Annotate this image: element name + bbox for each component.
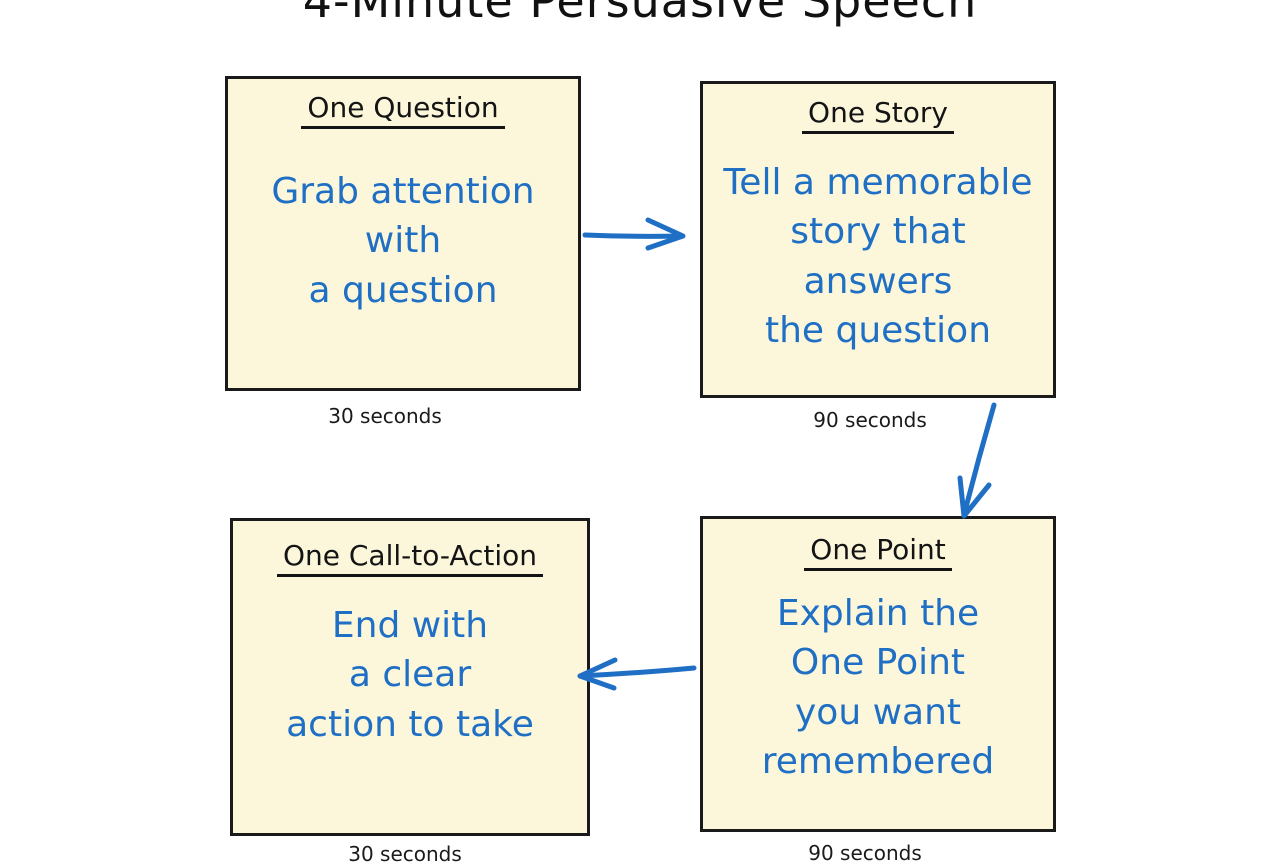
card-body-line: answers xyxy=(803,260,953,302)
card-body-line: the question xyxy=(764,309,992,351)
card-one-question: One Question Grab attention with a quest… xyxy=(225,76,581,391)
card-heading: One Story xyxy=(802,96,954,134)
card-one-story: One Story Tell a memorable story that an… xyxy=(700,81,1056,398)
card-heading-wrap: One Call-to-Action xyxy=(233,539,587,577)
card-body-line: a question xyxy=(308,269,498,311)
card-body-line: Grab attention xyxy=(271,171,535,212)
card-body-line: One Point xyxy=(790,642,966,684)
card-heading: One Point xyxy=(804,533,952,571)
card-body-line: a clear xyxy=(348,654,472,696)
card-body-line: remembered xyxy=(761,740,995,782)
card-body: Tell a memorable story that answers the … xyxy=(703,158,1053,355)
card-heading-wrap: One Story xyxy=(703,96,1053,134)
arrow-story-to-point xyxy=(961,402,997,518)
card-body-line: Explain the xyxy=(776,593,980,634)
card-body-line: action to take xyxy=(286,703,534,745)
card-body-line: with xyxy=(364,220,442,262)
card-body-line: Tell a memorable xyxy=(723,162,1033,203)
card-body: Explain the One Point you want remembere… xyxy=(703,589,1053,786)
card-one-point: One Point Explain the One Point you want… xyxy=(700,516,1056,832)
card-body-line: End with xyxy=(331,605,489,646)
arrow-story-to-point-head xyxy=(957,475,992,519)
card-body-line: you want xyxy=(794,691,962,733)
arrow-point-to-action-head xyxy=(577,657,618,691)
card-body-line: story that xyxy=(790,211,966,253)
card-heading: One Call-to-Action xyxy=(276,539,544,577)
card-body: Grab attention with a question xyxy=(228,167,578,315)
page-title: 4-Minute Persuasive Speech xyxy=(302,0,978,28)
card-one-call-to-action: One Call-to-Action End with a clear acti… xyxy=(230,518,590,836)
duration-label: 90 seconds xyxy=(813,408,927,432)
arrow-point-to-action xyxy=(577,665,697,679)
card-heading: One Question xyxy=(301,91,505,129)
card-heading-wrap: One Question xyxy=(228,91,578,129)
card-heading-wrap: One Point xyxy=(703,533,1053,571)
arrow-question-to-story xyxy=(582,232,685,239)
card-body: End with a clear action to take xyxy=(233,601,587,749)
arrow-question-to-story-head xyxy=(645,217,686,251)
duration-label: 30 seconds xyxy=(328,404,442,428)
